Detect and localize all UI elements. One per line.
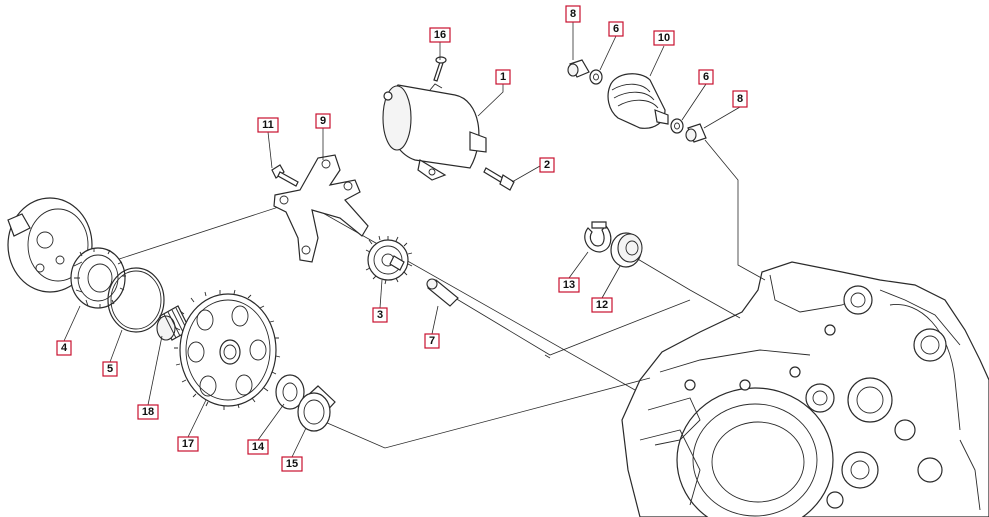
svg-text:8: 8 (570, 8, 576, 20)
callout-10: 10 (653, 30, 675, 46)
svg-text:16: 16 (434, 29, 446, 41)
callout-15: 15 (281, 456, 303, 472)
svg-text:12: 12 (596, 299, 608, 311)
bushing-8-top (567, 59, 590, 78)
svg-text:3: 3 (377, 309, 383, 321)
gear-3 (365, 235, 413, 285)
callout-8-bottom: 8 (732, 90, 748, 108)
svg-text:5: 5 (107, 363, 113, 375)
callout-13: 13 (558, 277, 580, 293)
flywheel (7, 197, 93, 293)
callout-14: 14 (247, 439, 269, 455)
callout-6-top: 6 (608, 21, 624, 37)
callout-4: 4 (56, 340, 72, 356)
callout-12: 12 (591, 297, 613, 313)
washer-6-top (589, 69, 603, 85)
one-way-clutch-4 (70, 247, 126, 309)
svg-text:1: 1 (500, 71, 506, 83)
bolt-2 (483, 167, 515, 191)
callout-5: 5 (102, 361, 118, 377)
svg-text:15: 15 (286, 458, 298, 470)
svg-text:10: 10 (658, 32, 670, 44)
svg-text:13: 13 (563, 279, 575, 291)
callout-leaders (63, 22, 741, 458)
washer-6-bottom (670, 118, 684, 134)
callout-7: 7 (424, 333, 440, 349)
svg-text:17: 17 (182, 438, 194, 450)
svg-text:4: 4 (61, 342, 68, 354)
svg-text:8: 8 (737, 93, 743, 105)
crankcase (621, 261, 989, 517)
bolt-11 (271, 164, 299, 187)
callout-17: 17 (177, 436, 199, 452)
callout-8-top: 8 (565, 5, 581, 23)
gear-10 (607, 73, 669, 129)
circlip-13 (584, 221, 612, 253)
svg-text:14: 14 (252, 441, 265, 453)
callout-2: 2 (539, 157, 555, 173)
callout-16: 16 (429, 27, 451, 43)
bearing-15 (297, 385, 336, 432)
callout-6-bottom: 6 (698, 69, 714, 85)
pin-7 (426, 278, 459, 307)
screw-16 (433, 56, 447, 82)
starter-motor (382, 83, 487, 181)
svg-text:7: 7 (429, 335, 435, 347)
svg-text:9: 9 (320, 115, 326, 127)
washer-14 (275, 374, 305, 410)
callout-18: 18 (137, 404, 159, 420)
bushing-8-bottom (685, 123, 707, 143)
callout-9: 9 (315, 113, 331, 129)
ring-5 (107, 267, 165, 333)
callout-3: 3 (372, 307, 388, 323)
svg-text:18: 18 (142, 406, 154, 418)
svg-text:6: 6 (703, 71, 709, 83)
callout-11: 11 (257, 117, 279, 133)
svg-text:6: 6 (613, 23, 619, 35)
driven-gear-17 (174, 289, 281, 410)
bracket-9 (273, 154, 369, 263)
svg-text:11: 11 (262, 119, 274, 131)
svg-text:2: 2 (544, 159, 550, 171)
callout-1: 1 (495, 69, 511, 85)
bearing-12 (610, 232, 643, 268)
